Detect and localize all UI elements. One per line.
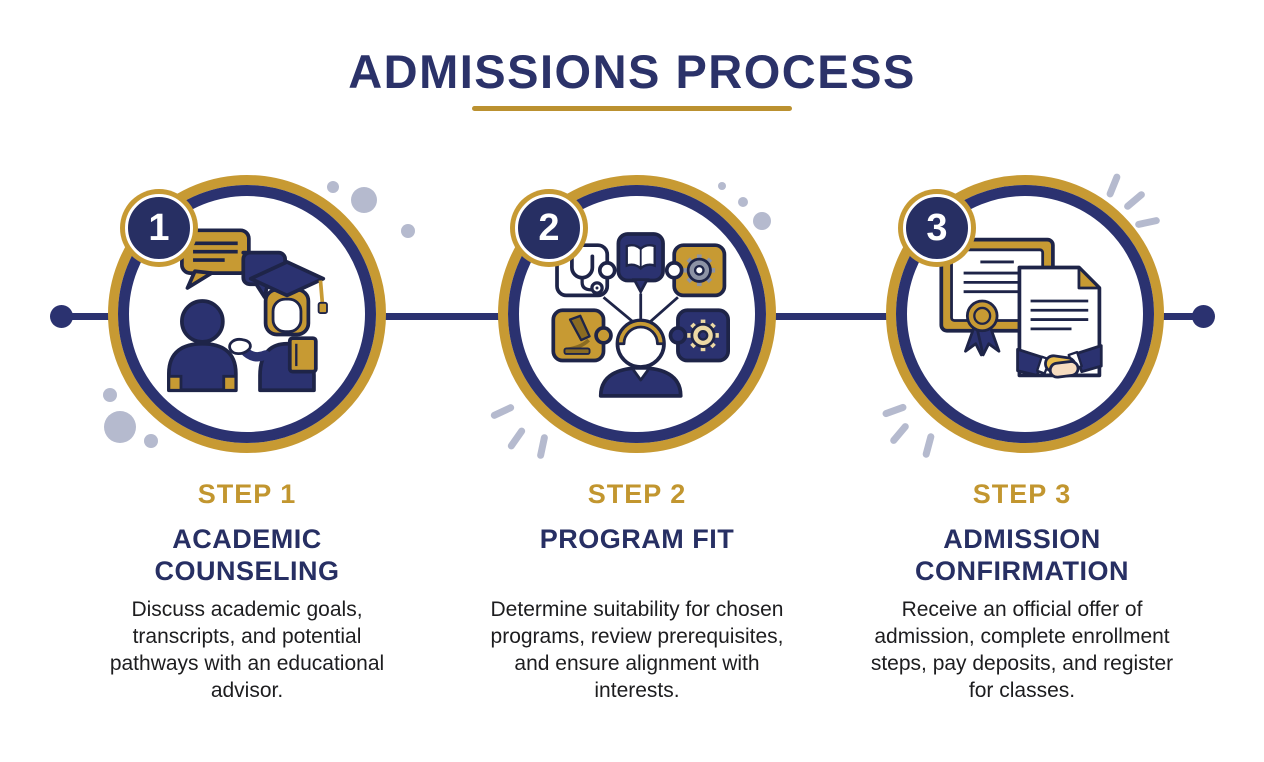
step-1-heading: ACADEMIC COUNSELING (154, 524, 340, 586)
step-2-description: Determine suitability for chosen program… (490, 598, 784, 702)
decor-dash (1122, 189, 1147, 212)
page-title: ADMISSIONS PROCESS (348, 45, 916, 98)
step-3-text-column: STEP 3 ADMISSION CONFIRMATION Receive an… (842, 480, 1202, 704)
decor-dot (351, 187, 377, 213)
decor-dot (104, 411, 136, 443)
decor-dash (1134, 216, 1161, 229)
advisor-student-conversation-icon (167, 228, 328, 393)
decor-dot (401, 224, 415, 238)
step-2-label: STEP 2 (587, 479, 687, 509)
timeline-start-dot (50, 305, 73, 328)
decor-dot (718, 182, 726, 190)
timeline-end-dot (1192, 305, 1215, 328)
step-3-heading: ADMISSION CONFIRMATION (915, 524, 1129, 586)
step-3-description: Receive an official offer of admission, … (870, 598, 1174, 702)
step-1-number: 1 (148, 207, 170, 249)
decor-dash (506, 426, 527, 451)
title-underline (472, 106, 792, 111)
step-2-heading: PROGRAM FIT (539, 524, 735, 554)
step-1-badge: 1 (125, 194, 193, 262)
step-1-label: STEP 1 (197, 479, 297, 509)
decor-dot (738, 197, 748, 207)
decor-dot (103, 388, 117, 402)
step-2-number: 2 (538, 207, 560, 249)
certificate-handshake-icon (939, 237, 1103, 379)
step-3-circle: 3 (886, 175, 1164, 453)
decor-dash (536, 433, 549, 460)
step-3-number: 3 (926, 207, 948, 249)
step-3-label: STEP 3 (972, 479, 1072, 509)
decor-dot (753, 212, 771, 230)
decor-dash (881, 402, 908, 419)
step-2-text-column: STEP 2 PROGRAM FIT Determine suitability… (457, 480, 817, 704)
decor-dot (327, 181, 339, 193)
step-1-text-column: STEP 1 ACADEMIC COUNSELING Discuss acade… (67, 480, 427, 704)
decor-dash (489, 403, 516, 420)
step-1-circle-inner (118, 185, 376, 443)
step-1-description: Discuss academic goals, transcripts, and… (109, 598, 385, 702)
step-3-badge: 3 (903, 194, 971, 262)
decor-dash (1105, 172, 1122, 199)
step-2-badge: 2 (515, 194, 583, 262)
decor-dash (888, 421, 911, 446)
decor-dash (921, 432, 936, 459)
decor-dot (144, 434, 158, 448)
step-1-circle: 1 (108, 175, 386, 453)
person-puzzle-pieces-icon (551, 232, 730, 398)
step-2-circle: 2 (498, 175, 776, 453)
